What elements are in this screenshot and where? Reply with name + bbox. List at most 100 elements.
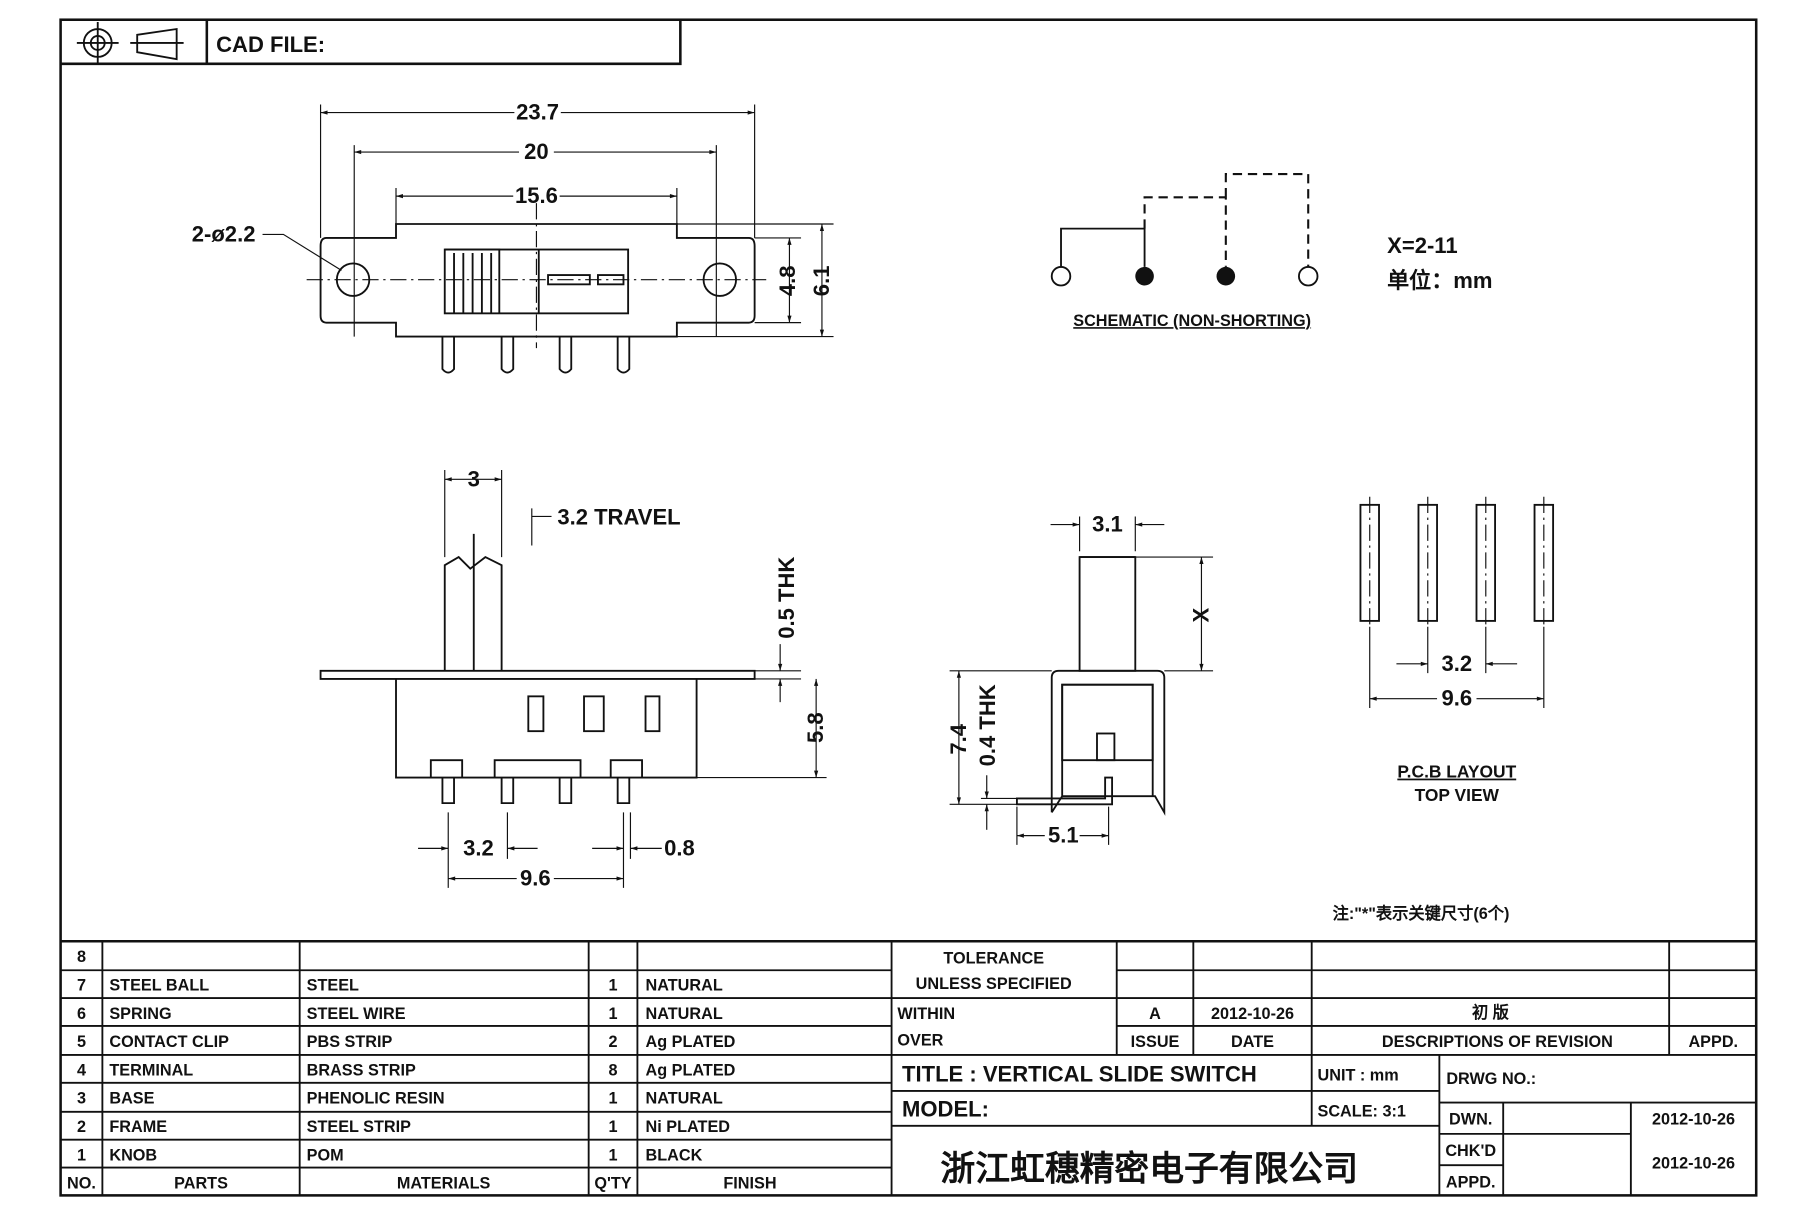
bom-table: [60, 939, 1757, 1196]
bom-cell-finish: Ag PLATED: [646, 1033, 736, 1051]
bom-cell-no: 1: [77, 1146, 86, 1164]
unit-label: UNIT : mm: [1318, 1066, 1399, 1084]
chk-date: 2012-10-26: [1652, 1155, 1735, 1173]
contact-closed-icon: [1135, 266, 1154, 286]
sheet-border: [59, 18, 1758, 1197]
dim-span: 9.6: [520, 866, 551, 891]
contact-open-icon: [1050, 266, 1072, 287]
cad-header: CAD FILE:: [60, 19, 682, 66]
pcb-dim-pitch: 3.2: [1441, 651, 1472, 676]
bom-cell-qty: 1: [609, 1090, 618, 1108]
bom-cell-part: KNOB: [109, 1146, 157, 1164]
bom-row: 1 KNOB POM 1 BLACK: [77, 1146, 703, 1164]
desc-label: DESCRIPTIONS OF REVISION: [1382, 1033, 1613, 1051]
bom-cell-qty: 8: [609, 1061, 618, 1079]
pcb-subtitle: TOP VIEW: [1415, 785, 1500, 805]
bom-row: 7 STEEL BALL STEEL 1 NATURAL: [77, 976, 723, 994]
projection-symbol-icon: [76, 22, 184, 64]
bom-row: 5 CONTACT CLIP PBS STRIP 2 Ag PLATED: [77, 1033, 736, 1051]
bom-cell-material: BRASS STRIP: [307, 1061, 416, 1079]
dim-pin: 0.8: [664, 835, 695, 860]
contact-closed-icon: [1216, 266, 1236, 286]
schematic: SCHEMATIC (NON-SHORTING) X=2-11 单位：mm: [1050, 173, 1492, 330]
title-block: TOLERANCE UNLESS SPECIFIED WITHIN OVER A…: [891, 941, 1757, 1196]
bom-cell-finish: NATURAL: [646, 976, 723, 994]
bom-cell-qty: 1: [609, 1118, 618, 1136]
over-label: OVER: [897, 1032, 943, 1050]
x-range: X=2-11: [1387, 233, 1458, 258]
schematic-title: SCHEMATIC (NON-SHORTING): [1073, 312, 1311, 330]
appd-label: APPD.: [1688, 1033, 1738, 1051]
bom-cell-finish: BLACK: [646, 1146, 703, 1164]
bom-cell-finish: Ni PLATED: [646, 1118, 731, 1136]
revision-desc: 初 版: [1472, 1003, 1510, 1022]
dim-holes: 20: [524, 139, 549, 164]
unit-note: 单位：mm: [1387, 268, 1492, 293]
bom-cell-material: PBS STRIP: [307, 1033, 393, 1051]
tolerance-1: TOLERANCE: [943, 949, 1044, 967]
bom-cell-finish: Ag PLATED: [646, 1061, 736, 1079]
plate-thk: 0.5 THK: [774, 557, 799, 639]
bom-cell-no: 7: [77, 976, 86, 994]
bom-cell-part: FRAME: [109, 1118, 167, 1136]
travel-label: 3.2 TRAVEL: [557, 505, 680, 530]
col-finish: FINISH: [723, 1174, 776, 1192]
company-name: 浙江虹穗精密电子有限公司: [940, 1148, 1358, 1188]
pcb-layout: 3.2 9.6 P.C.B LAYOUT TOP VIEW: [1359, 496, 1555, 805]
bom-cell-no: 6: [77, 1005, 86, 1023]
bom-cell-material: PHENOLIC RESIN: [307, 1090, 445, 1108]
bom-row: 8: [77, 948, 86, 966]
dim-height-outer: 6.1: [809, 266, 834, 297]
within-label: WITHIN: [897, 1005, 955, 1023]
col-parts: PARTS: [174, 1174, 228, 1192]
bom-cell-no: 8: [77, 948, 86, 966]
bom-cell-no: 2: [77, 1118, 86, 1136]
dim-pitch: 3.2: [463, 835, 494, 860]
date-label: DATE: [1231, 1033, 1274, 1051]
issue-label: ISSUE: [1131, 1033, 1180, 1051]
bom-cell-material: POM: [307, 1146, 344, 1164]
bom-cell-part: CONTACT CLIP: [109, 1033, 229, 1051]
bom-cell-no: 5: [77, 1033, 86, 1051]
bom-cell-part: TERMINAL: [109, 1061, 193, 1079]
col-qty: Q'TY: [594, 1174, 631, 1192]
bom-cell-no: 3: [77, 1090, 86, 1108]
top-view: 23.7 20 15.6 4.8 6.1 2-ø2.2: [192, 100, 834, 374]
col-materials: MATERIALS: [397, 1174, 491, 1192]
dim-knob: 3: [468, 466, 480, 491]
col-no: NO.: [67, 1174, 96, 1192]
issue-value: A: [1149, 1005, 1161, 1023]
bom-cell-qty: 2: [609, 1033, 618, 1051]
tolerance-2: UNLESS SPECIFIED: [916, 975, 1072, 993]
dwn-date: 2012-10-26: [1652, 1111, 1735, 1129]
bom-cell-material: STEEL: [307, 976, 359, 994]
dim-height: 7.4: [946, 723, 971, 754]
dim-x: X: [1188, 607, 1213, 622]
bom-cell-qty: 1: [609, 1005, 618, 1023]
key-dimension-note: 注:"*"表示关键尺寸(6个): [1333, 904, 1510, 923]
side-view: 3 3.2 TRAVEL 0.5 THK 5.8 3.2 0.8 9.6: [319, 466, 828, 891]
hole-label: 2-ø2.2: [192, 221, 256, 246]
dim-knob-width: 3.1: [1092, 512, 1123, 537]
scale-label: SCALE: 3:1: [1318, 1102, 1406, 1120]
dim-body-height: 5.8: [803, 712, 828, 743]
bom-cell-qty: 1: [609, 976, 618, 994]
model-label: MODEL:: [902, 1096, 989, 1121]
dim-height-inner: 4.8: [775, 266, 800, 297]
terminal-thk: 0.4 THK: [975, 684, 1000, 766]
bom-cell-finish: NATURAL: [646, 1005, 723, 1023]
cad-file-label: CAD FILE:: [216, 32, 325, 57]
end-view: 3.1 X 7.4 0.4 THK 5.1: [946, 512, 1214, 848]
bom-header-row: NO. PARTS MATERIALS Q'TY FINISH: [67, 1174, 777, 1192]
dim-overall: 23.7: [516, 100, 559, 125]
bom-cell-part: STEEL BALL: [109, 976, 209, 994]
drwg-no-label: DRWG NO.:: [1446, 1070, 1536, 1088]
issue-date: 2012-10-26: [1211, 1005, 1294, 1023]
contact-open-icon: [1298, 266, 1319, 287]
bom-cell-qty: 1: [609, 1146, 618, 1164]
